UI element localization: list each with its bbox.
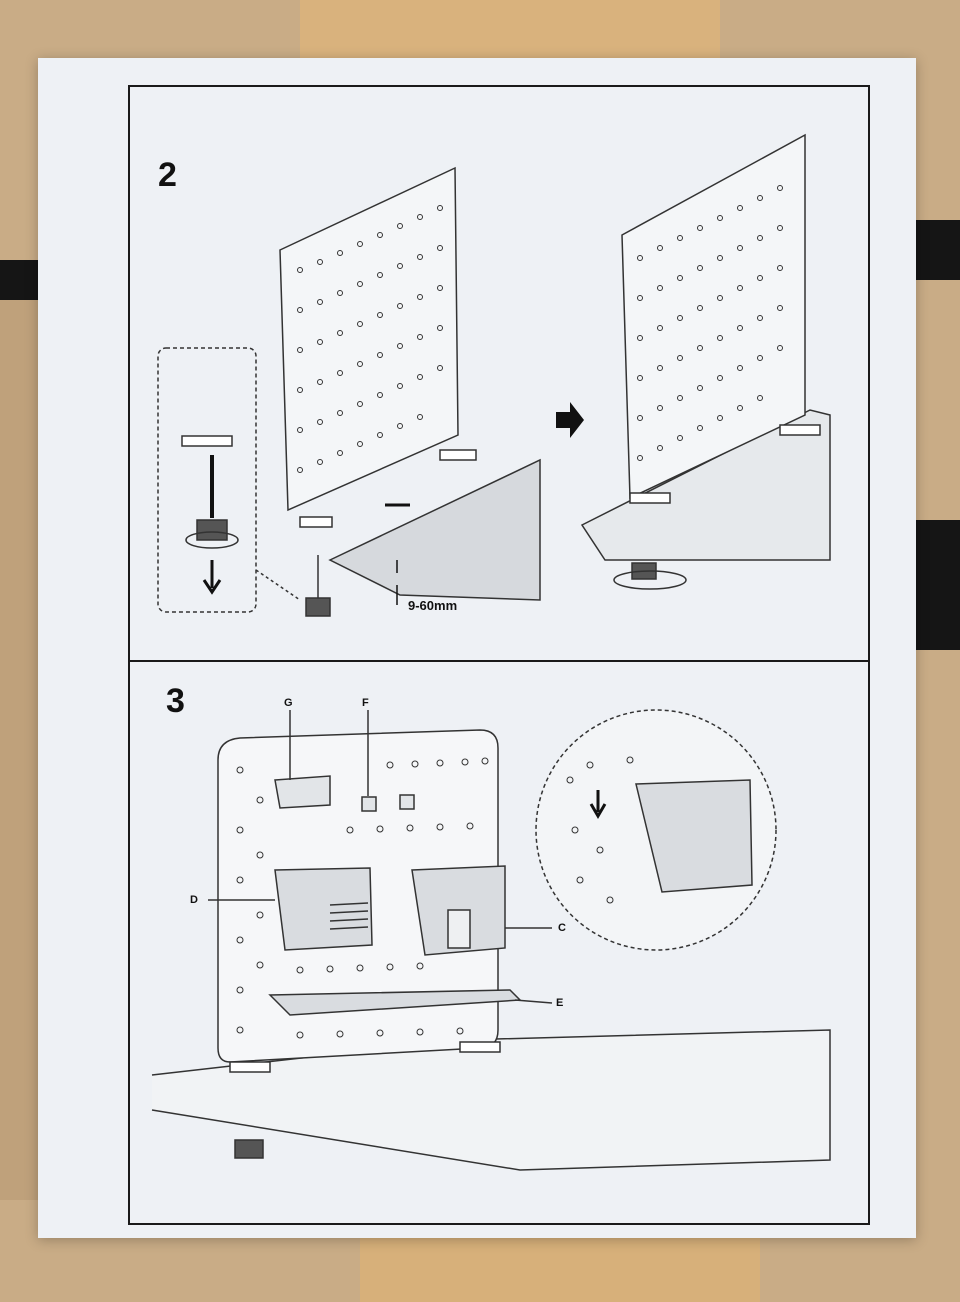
panel-frame bbox=[128, 85, 870, 1225]
pegboard-holes bbox=[297, 205, 443, 473]
step-number-3: 3 bbox=[166, 682, 185, 720]
clamp-bracket bbox=[779, 424, 821, 436]
part-g-holder bbox=[274, 775, 331, 809]
clamp-bracket bbox=[299, 516, 333, 528]
pegboard-panel bbox=[279, 166, 459, 512]
callout-f: F bbox=[362, 697, 369, 709]
detail-inset bbox=[157, 347, 257, 613]
clamp-knob bbox=[234, 1139, 264, 1159]
panel-divider bbox=[128, 660, 870, 662]
clamp-bracket bbox=[439, 449, 477, 461]
wood-slat-bottom bbox=[360, 1230, 760, 1302]
arrow-down-icon bbox=[589, 790, 607, 819]
rotate-arrow-icon bbox=[613, 570, 687, 590]
callout-d: D bbox=[190, 894, 198, 906]
clamp-bracket bbox=[629, 492, 671, 504]
callout-g: G bbox=[284, 697, 293, 709]
part-f-hook bbox=[361, 796, 377, 812]
clamp-knob bbox=[305, 597, 331, 617]
part-c-cup-detail bbox=[635, 779, 753, 893]
clamp-bracket bbox=[459, 1041, 501, 1053]
callout-e: E bbox=[556, 997, 564, 1009]
rotate-arrow-icon bbox=[185, 531, 239, 549]
clamp-bracket bbox=[229, 1061, 271, 1073]
tape-strip bbox=[910, 520, 960, 650]
thickness-label: 9-60mm bbox=[408, 598, 458, 613]
callout-c: C bbox=[558, 922, 566, 934]
desk-slab bbox=[328, 458, 541, 601]
arrow-down-icon bbox=[202, 560, 222, 595]
clamp-knob bbox=[196, 519, 228, 541]
pegboard-holes bbox=[637, 185, 783, 461]
step-number-2: 2 bbox=[158, 156, 177, 194]
part-f-hook bbox=[399, 794, 415, 810]
tape-strip bbox=[916, 220, 960, 280]
next-step-arrow-icon bbox=[556, 402, 584, 438]
pegboard-holes bbox=[236, 756, 634, 1039]
part-d-bin bbox=[274, 867, 373, 951]
pegboard-panel bbox=[621, 133, 806, 500]
